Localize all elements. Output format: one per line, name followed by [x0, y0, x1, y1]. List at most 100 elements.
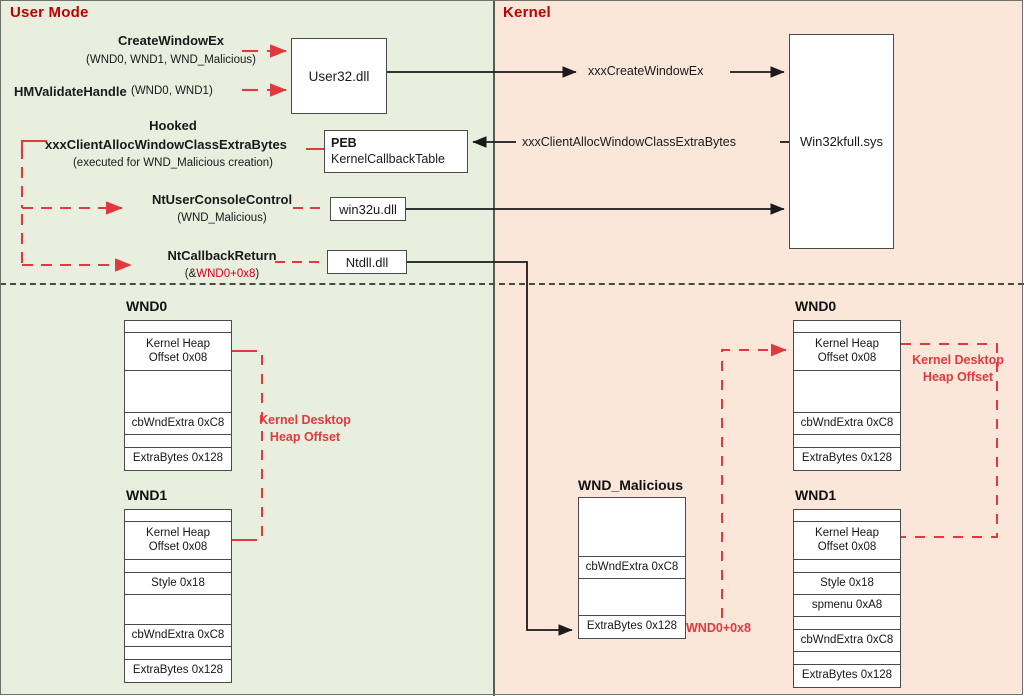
- struct-row-text: cbWndExtra 0xC8: [585, 560, 679, 573]
- struct-row-text: ExtraBytes 0x128: [586, 620, 678, 633]
- struct-row-text: ExtraBytes 0x128: [801, 669, 893, 682]
- struct-row-text: ExtraBytes 0x128: [801, 452, 893, 465]
- struct-row-field: cbWndExtra 0xC8: [125, 413, 231, 435]
- struct-title-user-wnd0: WND0: [126, 298, 168, 314]
- module-box-ntdll[interactable]: Ntdll.dll: [327, 250, 407, 274]
- annotation-kernel-desktop-heap-offset-right: Kernel Desktop Heap Offset: [905, 352, 1011, 386]
- struct-row-spacer: [794, 321, 900, 333]
- struct-row-spacer: [125, 371, 231, 413]
- module-label-user32: User32.dll: [308, 68, 370, 84]
- struct-row-spacer: [125, 435, 231, 448]
- struct-row-text: Kernel Heap: [146, 337, 210, 350]
- label-hmvalidatehandle-args: (WND0, WND1): [131, 85, 213, 97]
- annotation-right-line2: Heap Offset: [922, 369, 994, 384]
- label-ntuserconsolecontrol-args: (WND_Malicious): [177, 212, 267, 224]
- struct-row-field: ExtraBytes 0x128: [794, 665, 900, 687]
- struct-row-spacer: [794, 510, 900, 522]
- ntcallbackreturn-arg-suffix: ): [255, 268, 260, 280]
- label-hooked-note: (executed for WND_Malicious creation): [72, 157, 274, 169]
- peb-label-line1: PEB: [331, 135, 357, 150]
- struct-row-text: Offset 0x08: [817, 540, 877, 553]
- struct-title-user-wnd1: WND1: [126, 487, 168, 503]
- struct-title-kernel-wnd1: WND1: [795, 487, 837, 503]
- label-createwindowex: CreateWindowEx: [117, 33, 225, 48]
- struct-row-spacer: [125, 647, 231, 660]
- ntcallbackreturn-arg-prefix: (&: [184, 268, 197, 280]
- annotation-wnd0-plus-8: WND0+0x8: [686, 621, 751, 635]
- struct-row-field: ExtraBytes 0x128: [579, 616, 685, 638]
- label-xxxclientalloc-kernel: xxxClientAllocWindowClassExtraBytes: [522, 135, 736, 149]
- annotation-right-line1: Kernel Desktop: [912, 353, 1004, 367]
- struct-row-text: cbWndExtra 0xC8: [131, 416, 225, 429]
- struct-row-field: Style 0x18: [794, 573, 900, 595]
- annotation-kernel-desktop-heap-offset-left: Kernel Desktop Heap Offset: [252, 412, 358, 446]
- struct-row-text: Kernel Heap: [146, 526, 210, 539]
- struct-row-spacer: [794, 652, 900, 665]
- usermode-kernelmode-horizontal-divider: [0, 283, 1024, 285]
- user-mode-region: [1, 1, 494, 695]
- label-hooked-prefix: Hooked: [149, 118, 197, 133]
- struct-row-spacer: [794, 371, 900, 413]
- struct-row-spacer: [794, 435, 900, 448]
- module-box-win32u[interactable]: win32u.dll: [330, 197, 406, 221]
- struct-row-text: Style 0x18: [820, 576, 874, 589]
- struct-row-spacer: [794, 560, 900, 573]
- struct-row-field: ExtraBytes 0x128: [125, 660, 231, 682]
- annotation-left-line2: Heap Offset: [269, 429, 341, 444]
- struct-row-text: ExtraBytes 0x128: [132, 664, 224, 677]
- struct-row-field: spmenu 0xA8: [794, 595, 900, 617]
- struct-row-spacer: [125, 595, 231, 625]
- struct-row-spacer: [125, 510, 231, 522]
- struct-row-text: Kernel Heap: [815, 526, 879, 539]
- user-mode-title: User Mode: [10, 4, 89, 21]
- struct-row-text: Offset 0x08: [148, 351, 208, 364]
- struct-row-field: ExtraBytes 0x128: [794, 448, 900, 470]
- label-createwindowex-args: (WND0, WND1, WND_Malicious): [86, 54, 256, 66]
- label-ntcallbackreturn-args: (&WND0+0x8): [143, 268, 301, 280]
- struct-row-text: Kernel Heap: [815, 337, 879, 350]
- struct-row-spacer: [794, 617, 900, 630]
- label-ntuserconsolecontrol: NtUserConsoleControl: [151, 192, 293, 207]
- kernel-region: [494, 1, 1023, 695]
- user-kernel-vertical-divider: [493, 0, 495, 696]
- struct-title-kernel-wnd0: WND0: [795, 298, 837, 314]
- struct-row-text: cbWndExtra 0xC8: [800, 416, 894, 429]
- struct-row-text: Offset 0x08: [817, 351, 877, 364]
- struct-row-field: cbWndExtra 0xC8: [125, 625, 231, 647]
- module-box-win32kfull[interactable]: Win32kfull.sys: [789, 34, 894, 249]
- peb-label-line2: KernelCallbackTable: [331, 151, 445, 166]
- label-xxxclientallocwindowclassextrabytes: xxxClientAllocWindowClassExtraBytes: [45, 137, 287, 152]
- struct-row-field: cbWndExtra 0xC8: [579, 557, 685, 579]
- struct-row-field: Style 0x18: [125, 573, 231, 595]
- label-xxxcreatewindowex: xxxCreateWindowEx: [588, 64, 704, 78]
- module-label-win32u: win32u.dll: [339, 201, 397, 217]
- module-box-peb[interactable]: PEB KernelCallbackTable: [324, 130, 468, 173]
- struct-row-spacer: [579, 579, 685, 616]
- label-hmvalidatehandle: HMValidateHandle: [14, 84, 127, 99]
- struct-row-spacer: [125, 560, 231, 573]
- struct-row-spacer: [579, 498, 685, 557]
- struct-row-text: Style 0x18: [151, 576, 205, 589]
- struct-row-field: ExtraBytes 0x128: [125, 448, 231, 470]
- module-label-ntdll: Ntdll.dll: [345, 254, 389, 270]
- ntcallbackreturn-arg-value: WND0+0x8: [196, 268, 256, 280]
- label-ntcallbackreturn: NtCallbackReturn: [167, 248, 277, 263]
- struct-row-text: cbWndExtra 0xC8: [131, 628, 225, 641]
- annotation-left-line1: Kernel Desktop: [259, 413, 351, 427]
- module-box-user32[interactable]: User32.dll: [291, 38, 387, 114]
- kernel-title: Kernel: [503, 4, 551, 21]
- struct-row-spacer: [125, 321, 231, 333]
- module-label-win32kfull: Win32kfull.sys: [799, 134, 884, 149]
- struct-row-text: Offset 0x08: [148, 540, 208, 553]
- struct-row-text: cbWndExtra 0xC8: [800, 633, 894, 646]
